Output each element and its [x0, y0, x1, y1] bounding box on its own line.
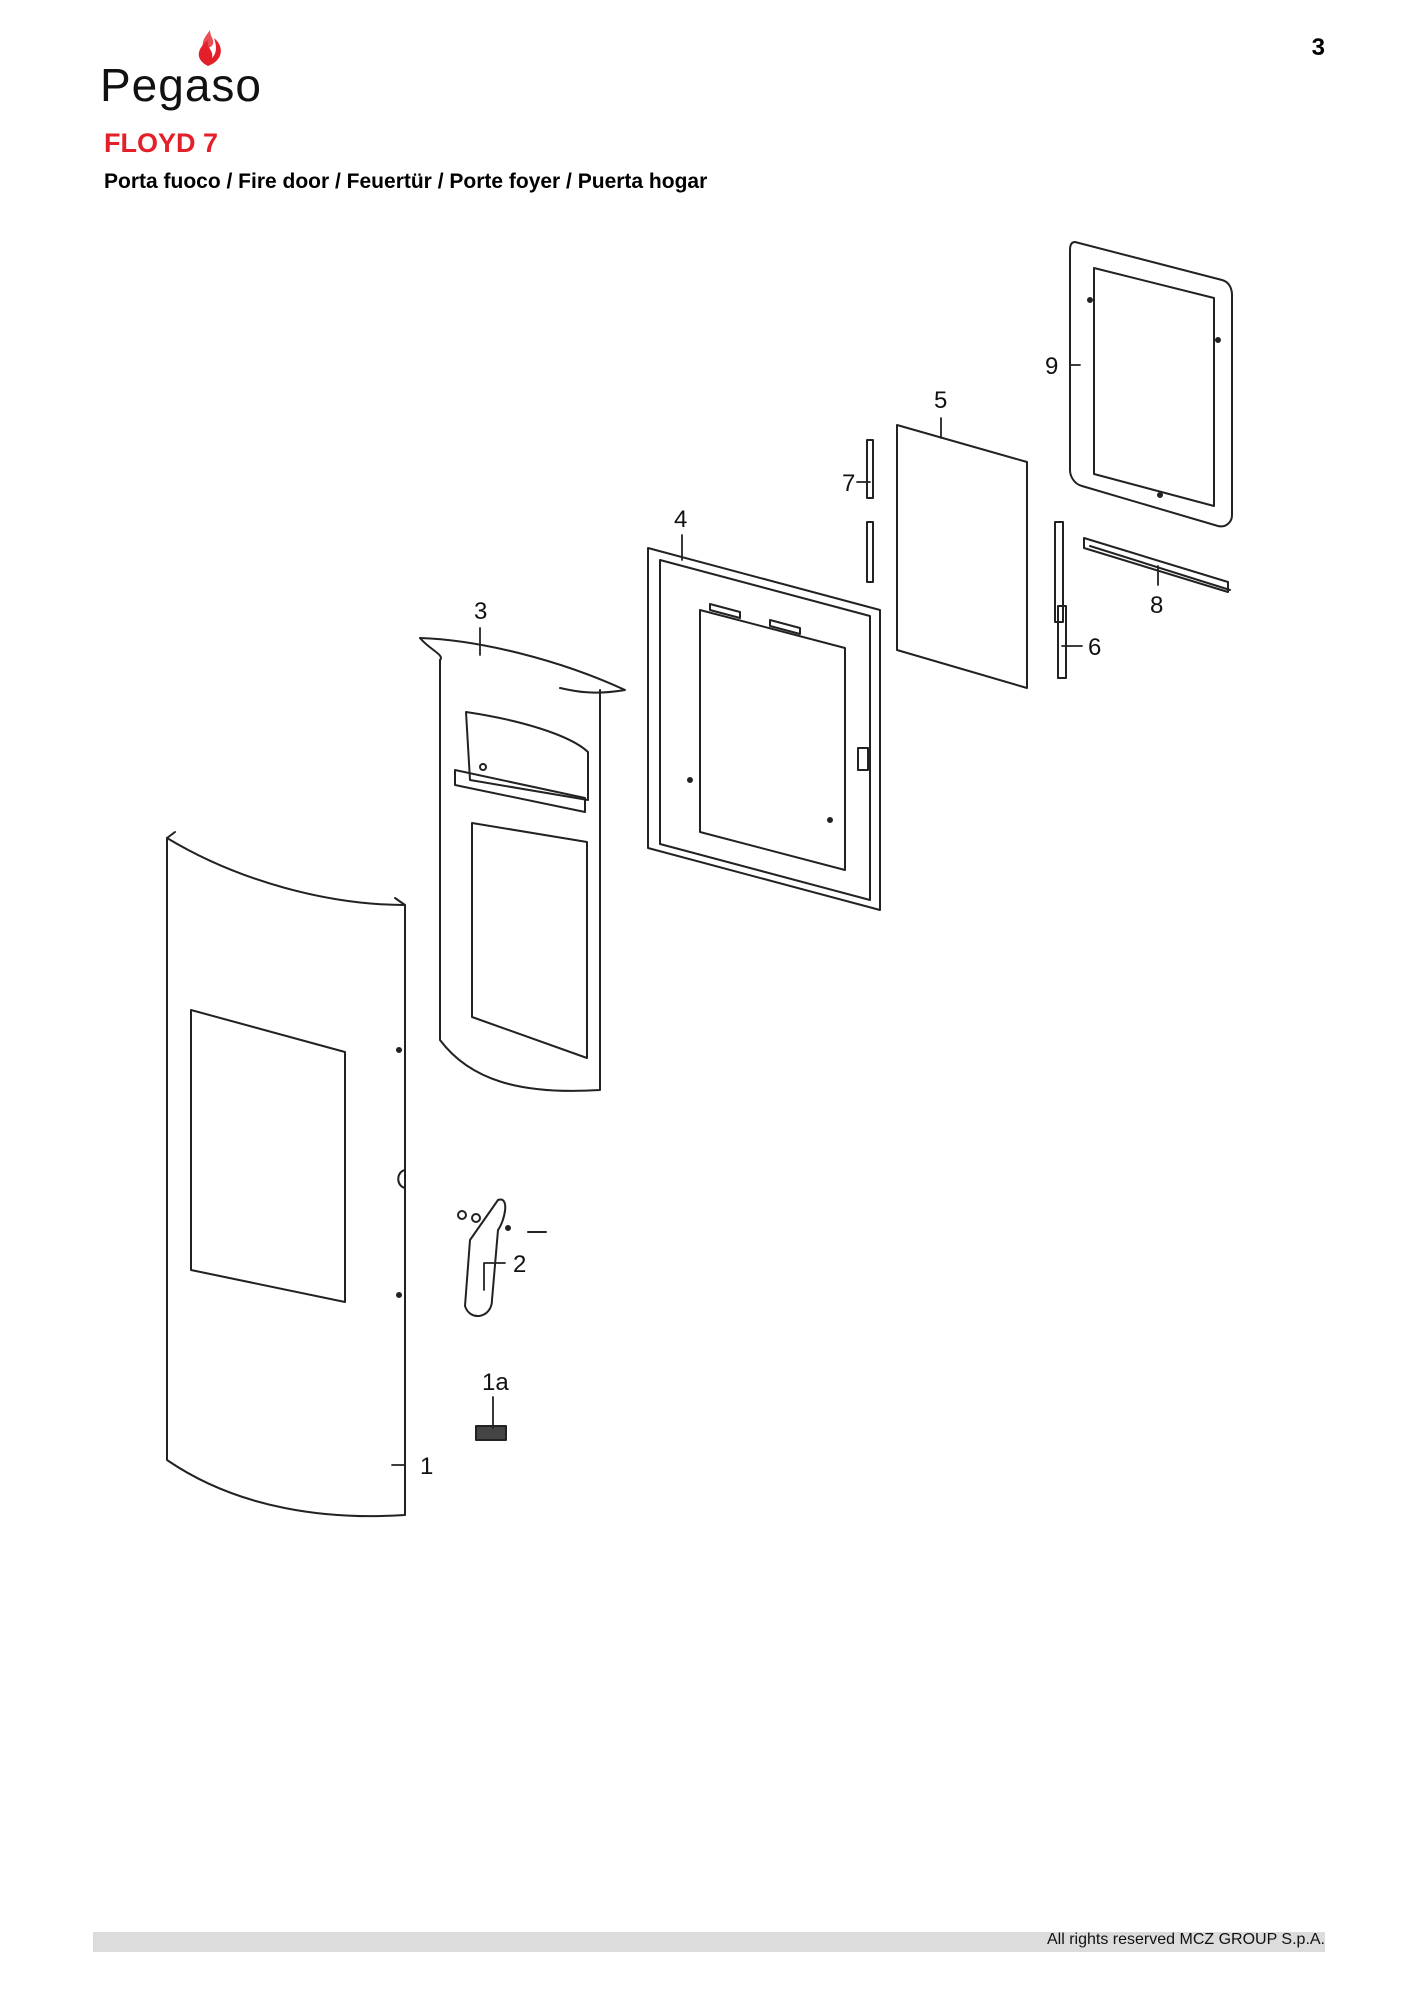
page-number: 3: [1311, 34, 1325, 61]
callout-6: 6: [1088, 634, 1101, 661]
callout-1: 1: [420, 1453, 433, 1480]
part-9-gasket-frame: [1069, 241, 1233, 528]
page-subtitle: Porta fuoco / Fire door / Feuertür / Por…: [104, 170, 708, 193]
callout-3: 3: [474, 598, 487, 625]
model-title: FLOYD 7: [104, 128, 219, 158]
footer-bar: [93, 1932, 1325, 1952]
callout-7: 7: [842, 470, 855, 497]
callout-9: 9: [1045, 353, 1058, 380]
part-2-handle-bracket: [457, 1198, 547, 1317]
brand-logo: Pegaso: [100, 28, 290, 120]
footer-copyright: All rights reserved MCZ GROUP S.p.A.: [1047, 1931, 1325, 1948]
part-1a-latch: [475, 1425, 507, 1441]
flame-icon: [198, 30, 221, 66]
part-6-gasket: [1054, 521, 1067, 679]
callout-5: 5: [934, 387, 947, 414]
callout-8: 8: [1150, 592, 1163, 619]
part-7-gasket: [866, 439, 874, 583]
part-4-door-frame: [647, 547, 881, 911]
leader-lines: [391, 364, 1159, 1466]
part-3-inner-bezel: [419, 637, 626, 1092]
part-1-front-panel: [166, 831, 406, 1518]
part-8-glass-holder: [1083, 537, 1231, 593]
callout-1a: 1a: [482, 1369, 509, 1396]
part-5-glass: [896, 424, 1028, 689]
brand-name: Pegaso: [100, 59, 263, 111]
callout-4: 4: [674, 506, 687, 533]
callout-2: 2: [513, 1251, 526, 1278]
